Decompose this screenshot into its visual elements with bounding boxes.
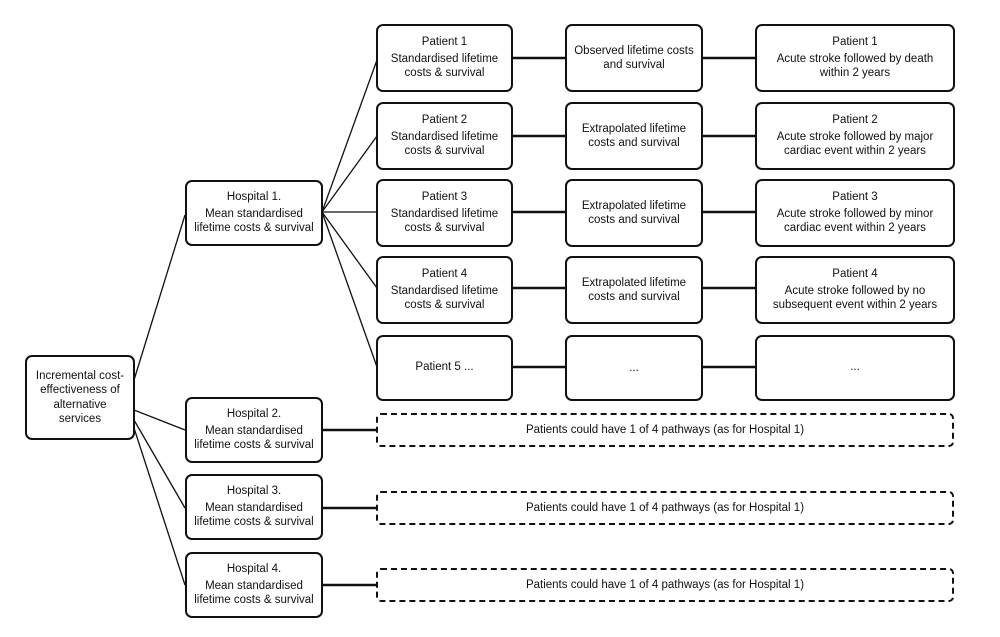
outcome-5-title: ... — [850, 360, 860, 373]
hospital-3-title: Hospital 3. — [226, 485, 282, 498]
patient-4-box: Patient 4 Standardised lifetime costs & … — [376, 256, 513, 324]
connector-root-hospital-4 — [133, 427, 186, 586]
hospital-1-subtitle: Mean standardised lifetime costs & survi… — [194, 207, 314, 235]
patient-5-title: Patient 5 ... — [415, 360, 474, 373]
outcome-3-box: Patient 3 Acute stroke followed by minor… — [755, 179, 955, 247]
costs-4-box: Extrapolated lifetime costs and survival — [565, 256, 703, 324]
connector-hospital-1-patient-4 — [321, 211, 378, 289]
costs-5-box: ... — [565, 335, 703, 401]
hospital-4-box: Hospital 4. Mean standardised lifetime c… — [185, 552, 323, 618]
patient-3-box: Patient 3 Standardised lifetime costs & … — [376, 179, 513, 247]
outcome-4-subtitle: Acute stroke followed by no subsequent e… — [772, 284, 938, 312]
outcome-3-subtitle: Acute stroke followed by minor cardiac e… — [776, 207, 934, 235]
costs-1-label: Observed lifetime costs and survival — [574, 44, 694, 71]
costs-2-label: Extrapolated lifetime costs and survival — [581, 122, 687, 149]
patient-1-box: Patient 1 Standardised lifetime costs & … — [376, 24, 513, 92]
patient-1-subtitle: Standardised lifetime costs & survival — [390, 52, 499, 80]
hospital-3-box: Hospital 3. Mean standardised lifetime c… — [185, 474, 323, 540]
patient-2-box: Patient 2 Standardised lifetime costs & … — [376, 102, 513, 170]
hospital-1-box: Hospital 1. Mean standardised lifetime c… — [185, 180, 323, 246]
costs-2-box: Extrapolated lifetime costs and survival — [565, 102, 703, 170]
outcome-1-title: Patient 1 — [832, 36, 878, 49]
connector-root-hospital-1 — [133, 214, 186, 381]
connector-root-hospital-3 — [133, 419, 186, 509]
hospital-4-title: Hospital 4. — [226, 563, 282, 576]
patient-3-title: Patient 3 — [421, 191, 468, 204]
patient-2-subtitle: Standardised lifetime costs & survival — [390, 130, 499, 158]
outcome-1-subtitle: Acute stroke followed by death within 2 … — [776, 52, 934, 80]
outcome-2-subtitle: Acute stroke followed by major cardiac e… — [776, 130, 934, 158]
costs-3-box: Extrapolated lifetime costs and survival — [565, 179, 703, 247]
pathway-hospital-3-box: Patients could have 1 of 4 pathways (as … — [376, 491, 954, 525]
connector-hospital-1-patient-2 — [321, 135, 378, 213]
outcome-2-box: Patient 2 Acute stroke followed by major… — [755, 102, 955, 170]
root-node-cost-effectiveness: Incremental cost- effectiveness of alter… — [25, 355, 135, 440]
connector-hospital-1-patient-1 — [321, 59, 378, 213]
hospital-3-subtitle: Mean standardised lifetime costs & survi… — [194, 501, 314, 529]
hospital-2-box: Hospital 2. Mean standardised lifetime c… — [185, 397, 323, 463]
hospital-2-title: Hospital 2. — [226, 408, 282, 421]
pathway-hospital-4-label: Patients could have 1 of 4 pathways (as … — [525, 578, 805, 591]
costs-4-label: Extrapolated lifetime costs and survival — [581, 276, 687, 303]
pathway-hospital-4-box: Patients could have 1 of 4 pathways (as … — [376, 568, 954, 602]
patient-4-title: Patient 4 — [421, 268, 468, 281]
connector-root-hospital-2 — [133, 409, 186, 431]
patient-1-title: Patient 1 — [421, 36, 468, 49]
pathway-hospital-2-box: Patients could have 1 of 4 pathways (as … — [376, 413, 954, 447]
patient-5-box: Patient 5 ... — [376, 335, 513, 401]
pathway-hospital-3-label: Patients could have 1 of 4 pathways (as … — [525, 501, 805, 514]
outcome-3-title: Patient 3 — [832, 191, 878, 204]
outcome-1-box: Patient 1 Acute stroke followed by death… — [755, 24, 955, 92]
hospital-1-title: Hospital 1. — [226, 191, 282, 204]
hospital-4-subtitle: Mean standardised lifetime costs & survi… — [194, 579, 314, 607]
outcome-4-title: Patient 4 — [832, 268, 878, 281]
hospital-2-subtitle: Mean standardised lifetime costs & survi… — [194, 424, 314, 452]
patient-3-subtitle: Standardised lifetime costs & survival — [390, 207, 499, 235]
outcome-5-box: ... — [755, 335, 955, 401]
patient-2-title: Patient 2 — [421, 114, 468, 127]
pathway-hospital-2-label: Patients could have 1 of 4 pathways (as … — [525, 423, 805, 436]
outcome-4-box: Patient 4 Acute stroke followed by no su… — [755, 256, 955, 324]
patient-4-subtitle: Standardised lifetime costs & survival — [390, 284, 499, 312]
outcome-2-title: Patient 2 — [832, 114, 878, 127]
costs-5-label: ... — [629, 361, 639, 374]
costs-3-label: Extrapolated lifetime costs and survival — [581, 199, 687, 226]
connector-hospital-1-patient-5 — [321, 211, 378, 368]
costs-1-box: Observed lifetime costs and survival — [565, 24, 703, 92]
